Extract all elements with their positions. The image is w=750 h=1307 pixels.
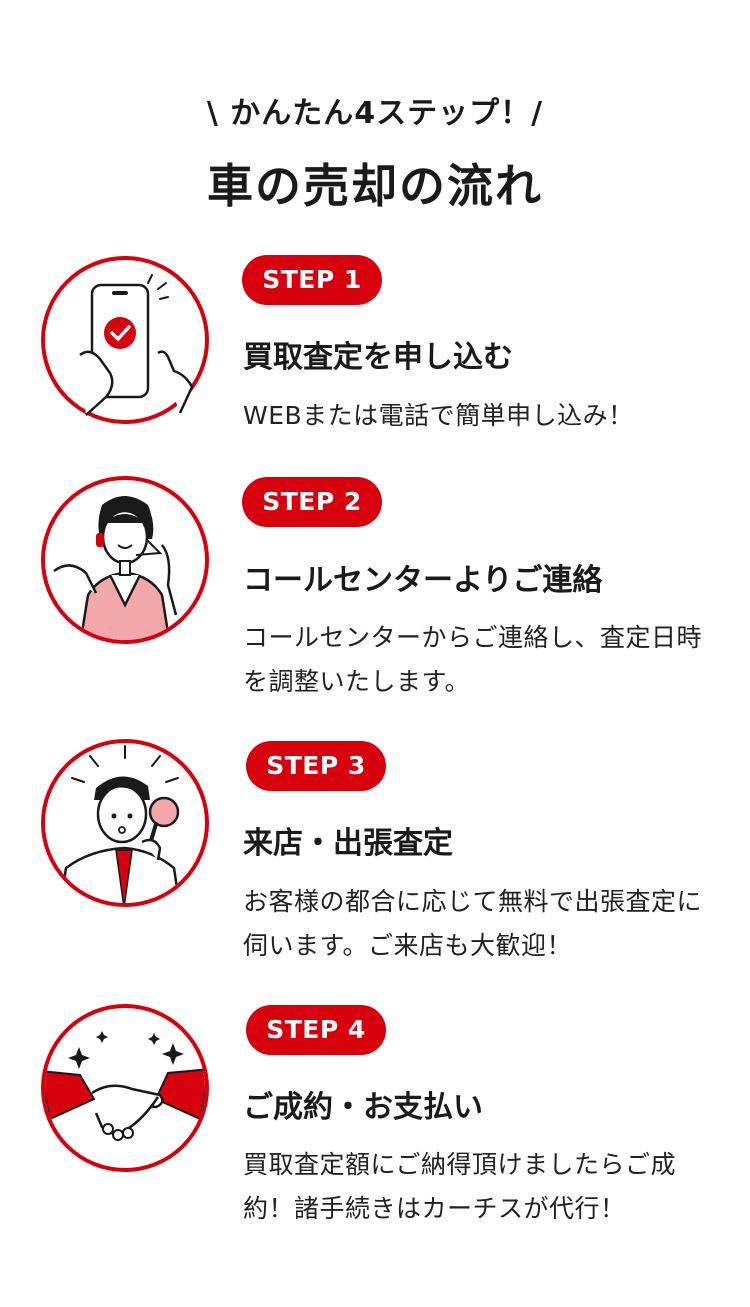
step-description: WEBまたは電話で簡単申し込み！ xyxy=(243,401,634,430)
step-badge: STEP 4 xyxy=(246,1005,386,1055)
inspector-magnifier-icon xyxy=(40,738,210,908)
step-heading: 来店・出張査定 xyxy=(243,826,453,861)
step-heading: コールセンターよりご連絡 xyxy=(243,563,603,598)
step-badge: STEP 1 xyxy=(242,255,382,305)
step-description: コールセンターからご連絡し、査定日時を調整いたします。 xyxy=(243,623,703,696)
step-heading: 買取査定を申し込む xyxy=(243,340,513,375)
step-badge: STEP 3 xyxy=(246,741,386,791)
step-heading: ご成約・お支払い xyxy=(243,1090,483,1125)
call-center-operator-icon xyxy=(40,475,210,645)
smartphone-check-icon xyxy=(40,255,210,425)
step-description: お客様の都合に応じて無料で出張査定に伺います。ご来店も大歓迎！ xyxy=(243,887,703,960)
page-title: 車の売却の流れ xyxy=(207,159,543,213)
handshake-icon xyxy=(40,1003,210,1173)
step-badge: STEP 2 xyxy=(242,477,382,527)
catch-copy: \ かんたん4ステップ！/ xyxy=(206,96,544,131)
step-description: 買取査定額にご納得頂けましたらご成約！諸手続きはカーチスが代行！ xyxy=(243,1150,677,1223)
